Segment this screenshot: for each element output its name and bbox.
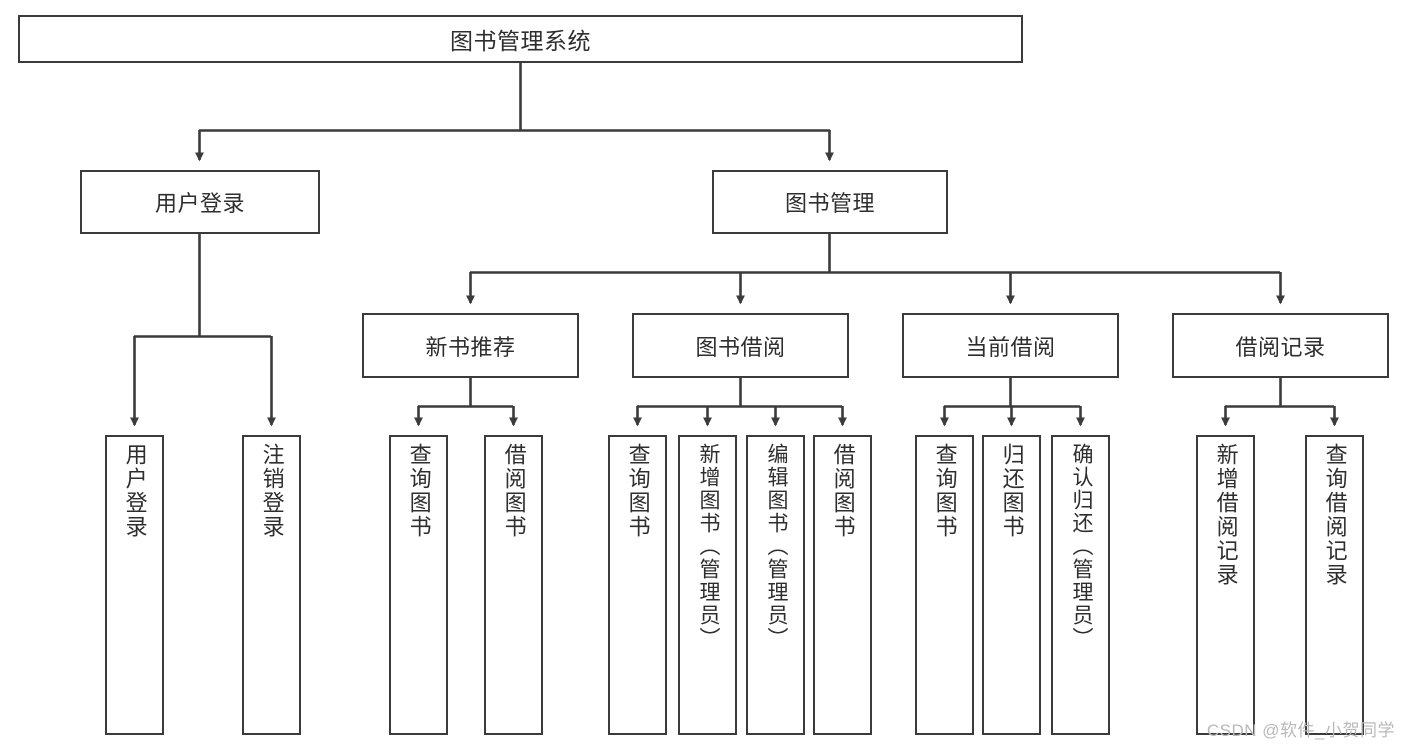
leaf-current-confirm-return-admin[interactable]: 确认归还（管理员） (1051, 435, 1110, 735)
node-label: 图书借阅 (695, 334, 786, 360)
leaf-logout[interactable]: 注销登录 (242, 435, 301, 735)
leaf-recommend-borrow-book[interactable]: 借阅图书 (484, 435, 543, 735)
leaf-recommend-query-book[interactable]: 查询图书 (389, 435, 448, 735)
leaf-current-query-book[interactable]: 查询图书 (915, 435, 974, 735)
leaf-borrow-add-book-admin[interactable]: 新增图书（管理员） (678, 435, 737, 735)
node-label: 注销登录 (259, 443, 285, 539)
node-label: 新书推荐 (425, 334, 516, 360)
leaf-borrow-edit-book-admin[interactable]: 编辑图书（管理员） (746, 435, 805, 735)
leaf-borrow-borrow-book[interactable]: 借阅图书 (813, 435, 872, 735)
node-label: 归还图书 (999, 443, 1025, 539)
node-label: 确认归还（管理员） (1069, 443, 1093, 650)
leaf-user-login[interactable]: 用户登录 (105, 435, 164, 735)
node-label: 用户登录 (122, 443, 148, 539)
node-label: 新增图书（管理员） (696, 443, 720, 650)
leaf-record-query-borrow-record[interactable]: 查询借阅记录 (1305, 435, 1364, 735)
node-label: 新增借阅记录 (1213, 443, 1239, 587)
node-label: 图书管理 (784, 191, 875, 216)
node-label: 借阅图书 (830, 443, 856, 539)
node-label: 用户登录 (154, 191, 245, 216)
node-label: 编辑图书（管理员） (764, 443, 788, 650)
node-book-borrow[interactable]: 图书借阅 (632, 313, 849, 378)
node-new-book-recommend[interactable]: 新书推荐 (362, 313, 579, 378)
node-label: 借阅记录 (1235, 334, 1326, 360)
node-user-login[interactable]: 用户登录 (80, 170, 320, 234)
node-label: 查询图书 (932, 443, 958, 539)
node-label: 图书管理系统 (450, 28, 591, 54)
node-label: 当前借阅 (965, 334, 1056, 360)
node-label: 查询借阅记录 (1322, 443, 1348, 587)
node-label: 查询图书 (406, 443, 432, 539)
node-book-management[interactable]: 图书管理 (712, 170, 948, 234)
node-borrow-record[interactable]: 借阅记录 (1172, 313, 1389, 378)
leaf-current-return-book[interactable]: 归还图书 (982, 435, 1041, 735)
node-root-system[interactable]: 图书管理系统 (18, 15, 1023, 63)
node-label: 查询图书 (625, 443, 651, 539)
node-label: 借阅图书 (501, 443, 527, 539)
node-current-borrow[interactable]: 当前借阅 (902, 313, 1119, 378)
leaf-record-add-borrow-record[interactable]: 新增借阅记录 (1196, 435, 1255, 735)
leaf-borrow-query-book[interactable]: 查询图书 (608, 435, 667, 735)
